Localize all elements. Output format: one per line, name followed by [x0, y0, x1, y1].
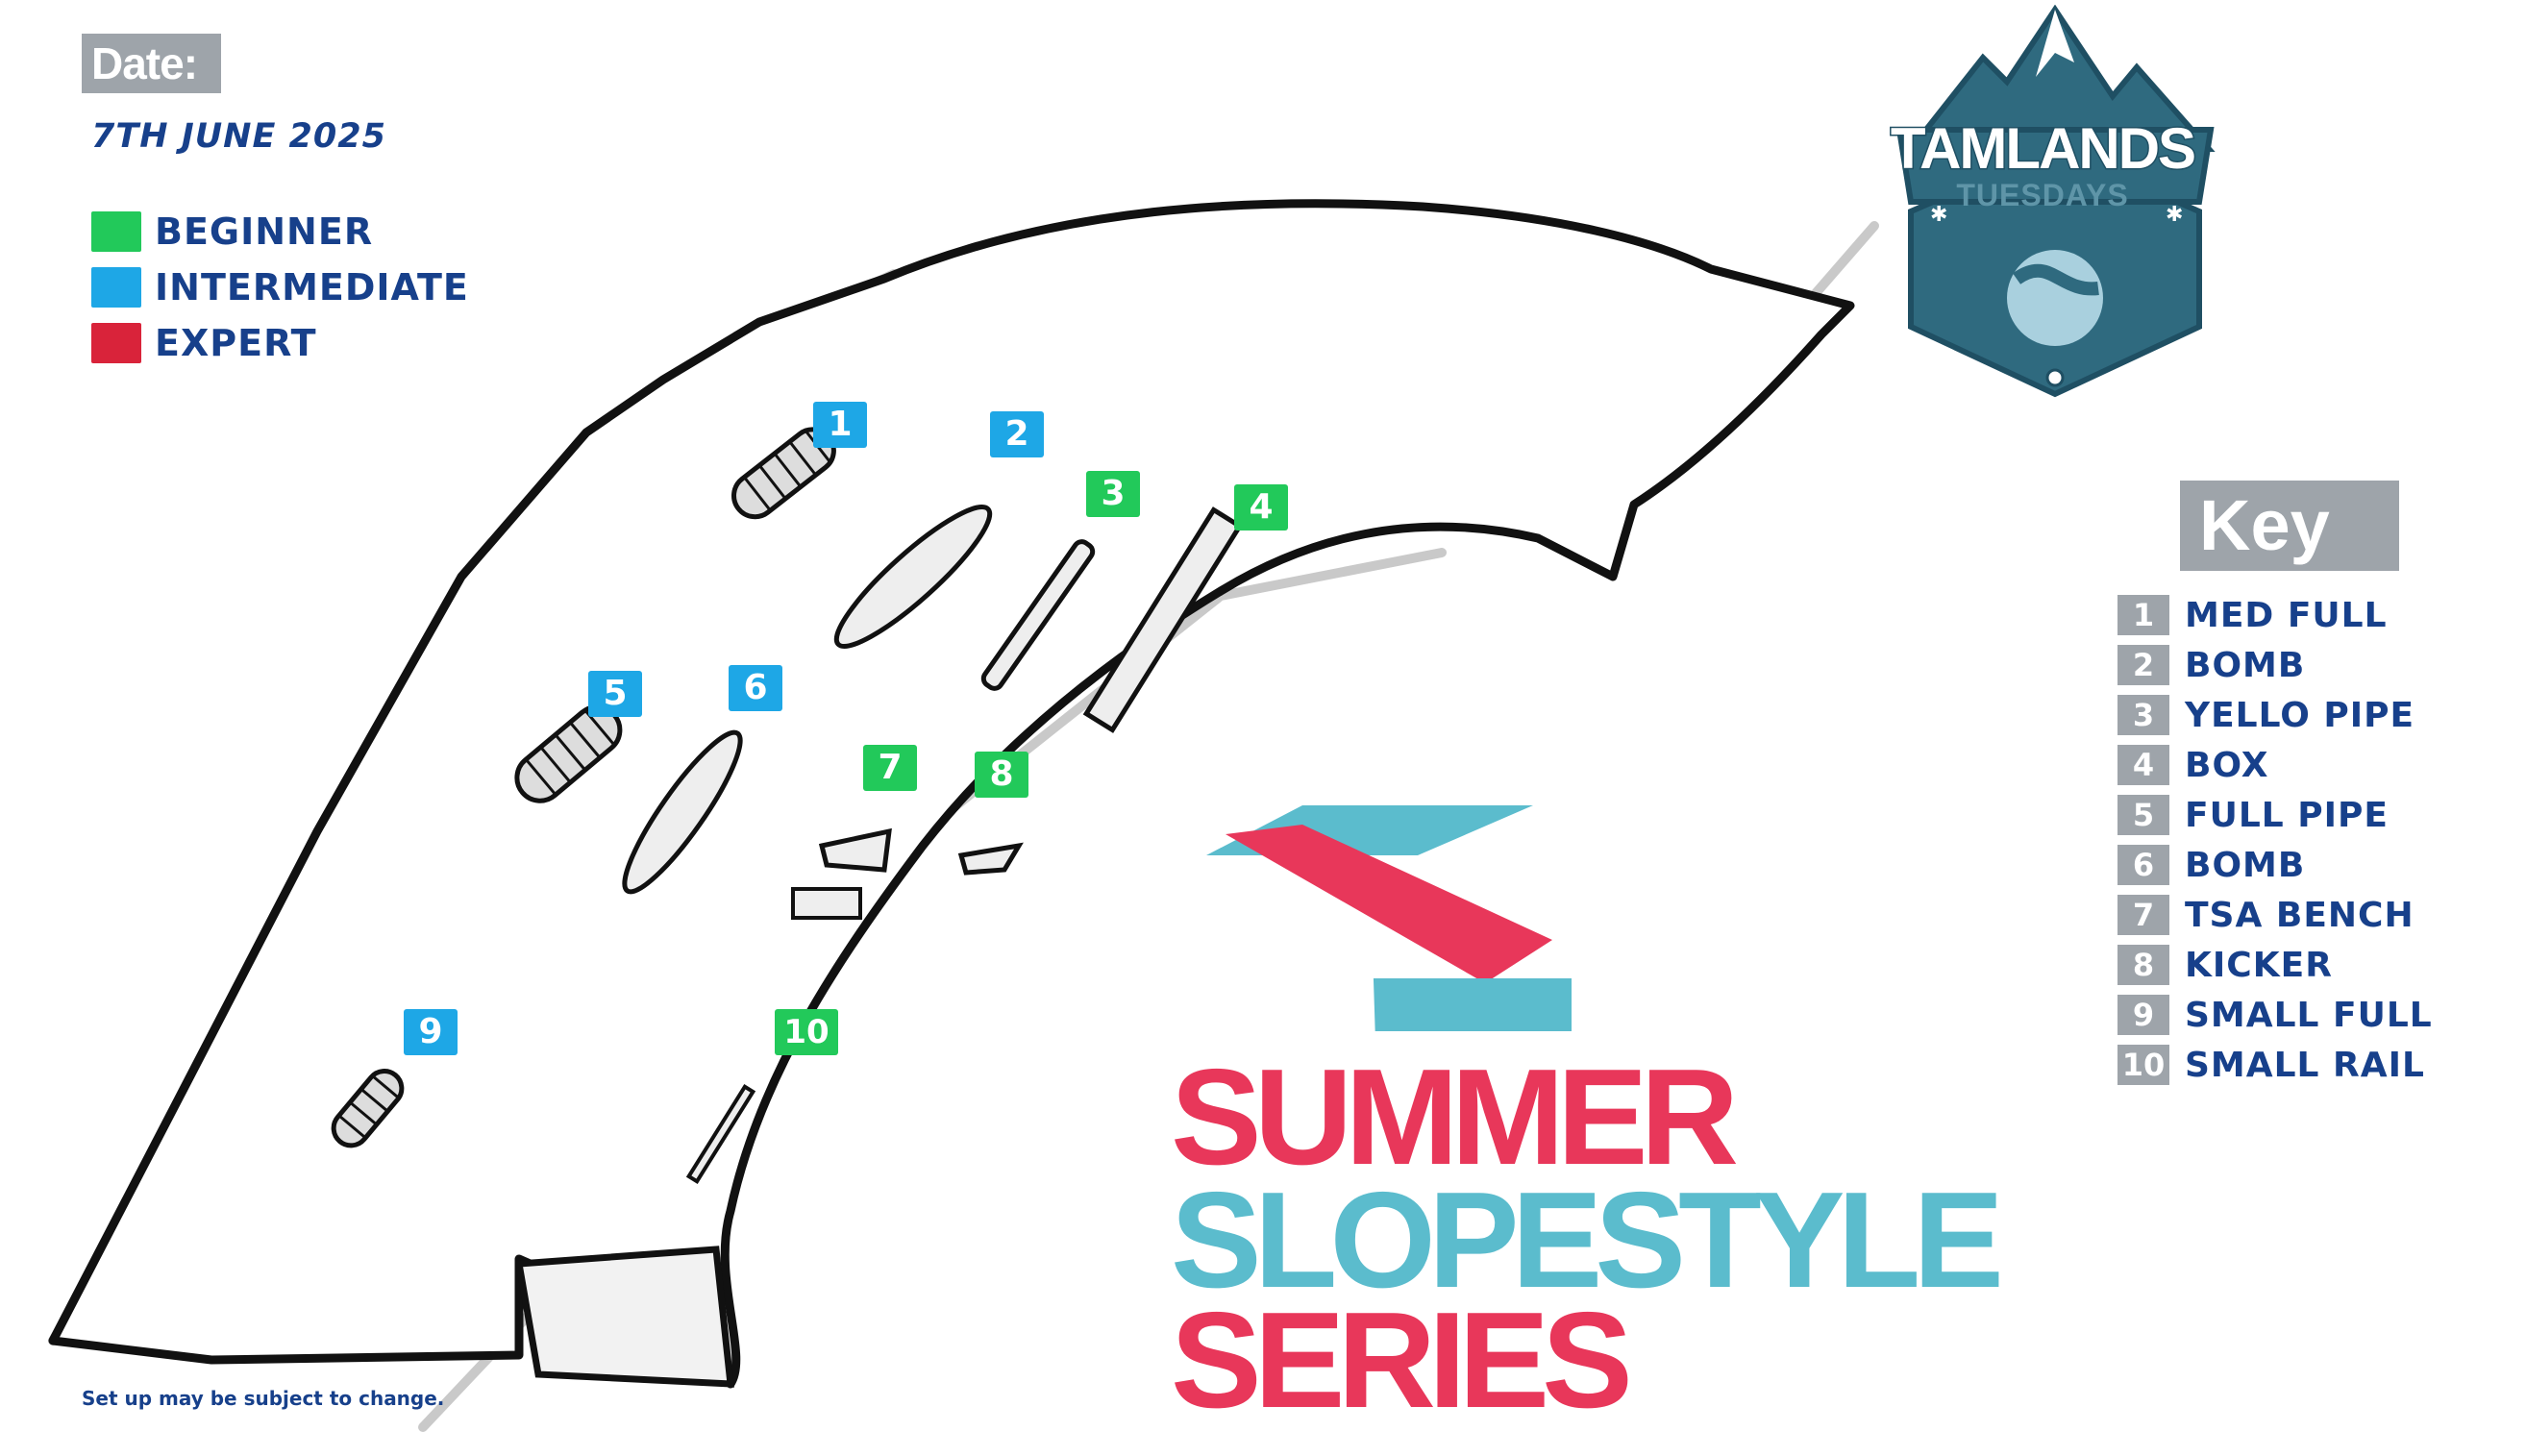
- key-number: 4: [2117, 745, 2169, 785]
- feature-small-full: [331, 1069, 405, 1148]
- key-label: BOX: [2185, 745, 2269, 785]
- key-number: 2: [2117, 645, 2169, 685]
- key-number: 1: [2117, 595, 2169, 635]
- map-marker-5: 5: [588, 671, 642, 717]
- svg-text:✱: ✱: [2166, 203, 2183, 227]
- disclaimer-note: Set up may be subject to change.: [82, 1387, 445, 1410]
- tamlands-logo: ✱ ✱: [1895, 5, 2216, 398]
- feature-bomb: [833, 505, 993, 649]
- key-number: 9: [2117, 995, 2169, 1035]
- feature-kicker: [957, 842, 1024, 876]
- key-label: BOMB: [2185, 645, 2306, 685]
- map-marker-1: 1: [813, 402, 867, 448]
- key-label: YELLO PIPE: [2185, 695, 2415, 735]
- difficulty-legend: BEGINNER INTERMEDIATE EXPERT: [91, 204, 469, 371]
- key-item: 1 MED FULL: [2117, 590, 2433, 640]
- key-item: 9 SMALL FULL: [2117, 990, 2433, 1040]
- legend-label: BEGINNER: [155, 210, 374, 253]
- key-number: 3: [2117, 695, 2169, 735]
- key-number: 7: [2117, 895, 2169, 935]
- legend-beginner: BEGINNER: [91, 204, 469, 259]
- intermediate-swatch: [91, 267, 141, 308]
- map-marker-10: 10: [775, 1009, 838, 1055]
- key-item: 8 KICKER: [2117, 940, 2433, 990]
- feature-box: [1082, 506, 1244, 733]
- legend-label: EXPERT: [155, 322, 317, 364]
- key-label: SMALL RAIL: [2185, 1045, 2425, 1085]
- key-label: TSA BENCH: [2185, 895, 2415, 935]
- legend-intermediate: INTERMEDIATE: [91, 259, 469, 315]
- key-label: FULL PIPE: [2185, 795, 2389, 835]
- svg-text:✱: ✱: [1930, 203, 1947, 227]
- key-item: 2 BOMB: [2117, 640, 2433, 690]
- logo-subtitle: TUESDAYS: [1956, 178, 2129, 212]
- key-item: 5 FULL PIPE: [2117, 790, 2433, 840]
- series-emblem-icon: [1206, 805, 1572, 1031]
- feature-tsa-bench: [791, 827, 892, 920]
- legend-label: INTERMEDIATE: [155, 266, 469, 308]
- legend-expert: EXPERT: [91, 315, 469, 371]
- series-title-line2: SLOPESTYLE: [1171, 1164, 2004, 1317]
- key-number: 10: [2117, 1045, 2169, 1085]
- key-number: 8: [2117, 945, 2169, 985]
- key-label: BOMB: [2185, 845, 2306, 885]
- series-title-line1: SUMMER: [1171, 1041, 1739, 1194]
- key-label: SMALL FULL: [2185, 995, 2433, 1035]
- feature-small-rail: [685, 1083, 756, 1185]
- map-marker-9: 9: [404, 1009, 458, 1055]
- key-item: 4 BOX: [2117, 740, 2433, 790]
- logo-title: TAMLANDS: [1889, 115, 2197, 183]
- key-label: KICKER: [2185, 945, 2333, 985]
- beginner-swatch: [91, 211, 141, 252]
- map-marker-7: 7: [863, 745, 917, 791]
- feature-bomb: [622, 729, 743, 895]
- date-label: Date:: [82, 34, 221, 93]
- key-label: MED FULL: [2185, 595, 2388, 635]
- map-marker-8: 8: [975, 752, 1028, 798]
- map-marker-6: 6: [729, 665, 782, 711]
- date-value: 7TH JUNE 2025: [91, 117, 386, 156]
- key-number: 6: [2117, 845, 2169, 885]
- key-item: 7 TSA BENCH: [2117, 890, 2433, 940]
- map-marker-4: 4: [1234, 484, 1288, 531]
- key-item: 3 YELLO PIPE: [2117, 690, 2433, 740]
- key-title: Key: [2180, 481, 2399, 571]
- series-title-line3: SERIES: [1171, 1284, 1633, 1437]
- map-marker-3: 3: [1086, 471, 1140, 517]
- map-marker-2: 2: [990, 411, 1044, 457]
- expert-swatch: [91, 323, 141, 363]
- key-number: 5: [2117, 795, 2169, 835]
- feature-yello-pipe: [980, 539, 1096, 691]
- key-item: 10 SMALL RAIL: [2117, 1040, 2433, 1090]
- key-item: 6 BOMB: [2117, 840, 2433, 890]
